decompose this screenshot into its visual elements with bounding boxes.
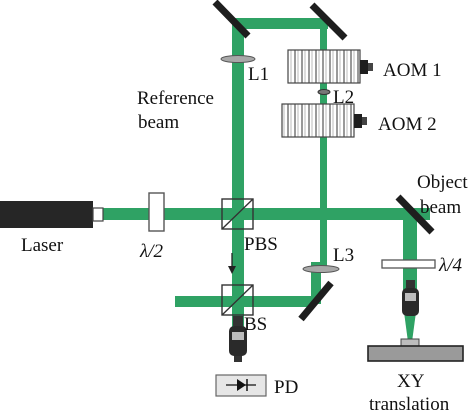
aom-1-body	[287, 49, 361, 84]
quarter-wave-plate	[381, 259, 436, 269]
pbs-cube	[221, 198, 254, 230]
label-half-wave: λ/2	[139, 241, 164, 262]
beam-aom-vertical	[320, 18, 327, 268]
laser	[0, 201, 104, 228]
label-reference-beam-line2: beam	[138, 112, 179, 133]
label-l2: L2	[333, 87, 354, 108]
label-translation: translation	[369, 394, 450, 415]
aom-2	[281, 103, 367, 138]
label-l3: L3	[333, 245, 354, 266]
lens-l2	[317, 89, 331, 95]
label-laser: Laser	[21, 235, 64, 256]
stage-plate	[367, 345, 464, 362]
beam-return-diagonal-stub	[311, 262, 321, 304]
label-pd: PD	[274, 377, 298, 398]
object-objective	[402, 280, 419, 316]
aom-1-connector	[360, 60, 368, 74]
lens-l3	[302, 265, 340, 273]
detector-objective	[229, 316, 247, 362]
label-pbs: PBS	[244, 234, 278, 255]
label-aom-1: AOM 1	[383, 60, 442, 81]
mirror-object	[395, 194, 435, 235]
label-quarter-wave: λ/4	[438, 255, 463, 276]
xy-translation-stage	[367, 338, 464, 362]
diode-icon	[237, 379, 246, 391]
laser-aperture	[92, 207, 104, 222]
beam-reference-vertical	[232, 18, 244, 330]
beam-top-horizontal	[238, 18, 328, 29]
laser-body	[0, 201, 93, 228]
beam-return-horizontal	[175, 296, 313, 307]
lens-l1	[220, 55, 256, 63]
aom-1-connector-tip	[368, 63, 373, 71]
half-wave-plate	[148, 192, 165, 232]
mirrors	[212, 0, 435, 322]
label-object-beam-line2: beam	[420, 197, 461, 218]
beam-paths	[100, 18, 430, 342]
mirror-top-right	[309, 2, 348, 41]
label-l1: L1	[248, 64, 269, 85]
label-aom-2: AOM 2	[378, 114, 437, 135]
mirror-bottom-return	[298, 280, 334, 322]
photodiode	[215, 374, 267, 397]
label-xy: XY	[397, 371, 425, 392]
label-reference-beam-line1: Reference	[137, 88, 214, 109]
aom-1	[287, 49, 373, 84]
labels: Laser λ/2 PBS BS PD L1 L2 L3 AOM 1 AOM 2…	[21, 60, 468, 415]
beam-object-vertical	[403, 214, 417, 292]
beam-focus-cone	[404, 312, 416, 342]
aom-2-connector-tip	[362, 117, 367, 125]
down-arrow-icon	[228, 253, 236, 274]
label-bs: BS	[244, 314, 267, 335]
label-object-beam-line1: Object	[417, 172, 468, 193]
aom-2-connector	[354, 114, 362, 128]
bs-cube	[221, 284, 254, 316]
aom-2-body	[281, 103, 355, 138]
lenses	[220, 55, 340, 273]
mirror-top-left	[212, 0, 251, 39]
beam-laser-to-object-mirror	[100, 208, 430, 220]
